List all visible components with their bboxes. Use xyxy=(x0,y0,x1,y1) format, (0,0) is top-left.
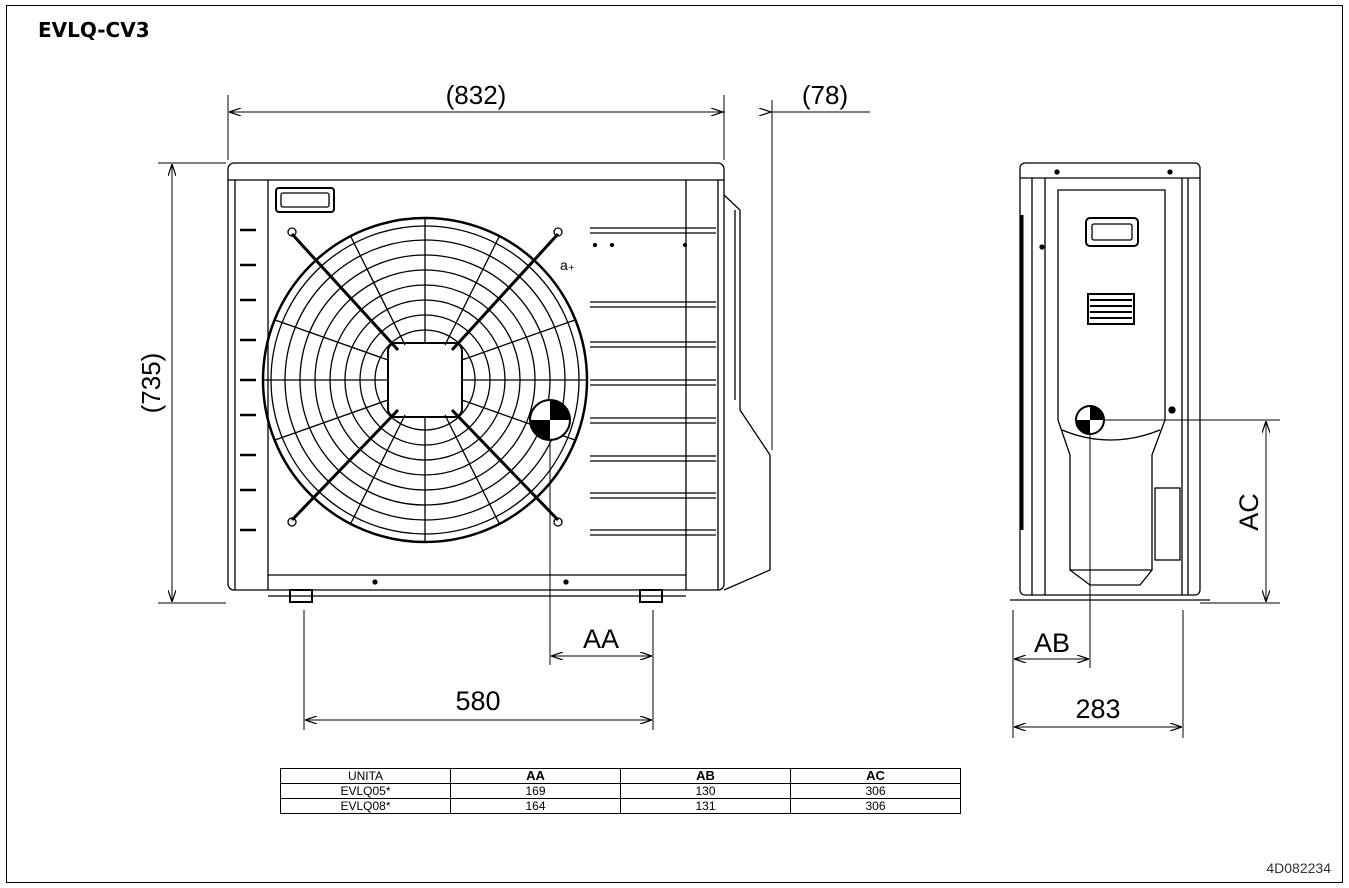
table-header-ab: AB xyxy=(620,768,791,784)
dim-width-overall: (832) xyxy=(446,80,507,110)
left-grille xyxy=(240,228,256,532)
table-cell-aa: 164 xyxy=(450,798,621,814)
svg-text:a₊: a₊ xyxy=(560,257,575,273)
dim-label-ab: AB xyxy=(1034,628,1070,658)
table-header-ac: AC xyxy=(790,768,961,784)
dimension-lines xyxy=(158,95,1280,738)
side-vent xyxy=(1087,293,1135,325)
dim-label-aa: AA xyxy=(583,624,619,654)
table-cell-aa: 169 xyxy=(450,783,621,799)
dim-height-overall: (735) xyxy=(136,353,166,414)
dim-depth-total: 283 xyxy=(1075,694,1120,724)
front-view: a₊ xyxy=(227,162,771,603)
right-louvres xyxy=(590,227,716,536)
table-cell-model: EVLQ08* xyxy=(280,798,451,814)
table-cell-model: EVLQ05* xyxy=(280,783,451,799)
document-code: 4D082234 xyxy=(1266,860,1331,876)
side-view xyxy=(1010,162,1210,601)
table-cell-ab: 131 xyxy=(620,798,791,814)
dim-depth-protrusion: (78) xyxy=(802,80,848,110)
table-header-row: UNITA AA AB AC xyxy=(280,768,961,784)
page-title: EVLQ-CV3 xyxy=(38,18,150,42)
table-header-unit: UNITA xyxy=(280,768,451,784)
drawing-frame xyxy=(6,5,1343,883)
guard-struts xyxy=(290,232,560,522)
table-row: EVLQ08* 164 131 306 xyxy=(280,798,961,814)
fan-guard xyxy=(261,216,589,544)
center-of-gravity-side xyxy=(1075,405,1105,435)
table-cell-ac: 306 xyxy=(790,783,961,799)
table-header-aa: AA xyxy=(450,768,621,784)
dim-foot-span: 580 xyxy=(455,686,500,716)
dim-label-ac: AC xyxy=(1234,493,1264,531)
center-of-gravity-front xyxy=(529,399,571,441)
table-cell-ab: 130 xyxy=(620,783,791,799)
table-cell-ac: 306 xyxy=(790,798,961,814)
table-row: EVLQ05* 169 130 306 xyxy=(280,783,961,799)
dimension-table: UNITA AA AB AC EVLQ05* 169 130 306 EVLQ0… xyxy=(280,768,961,814)
